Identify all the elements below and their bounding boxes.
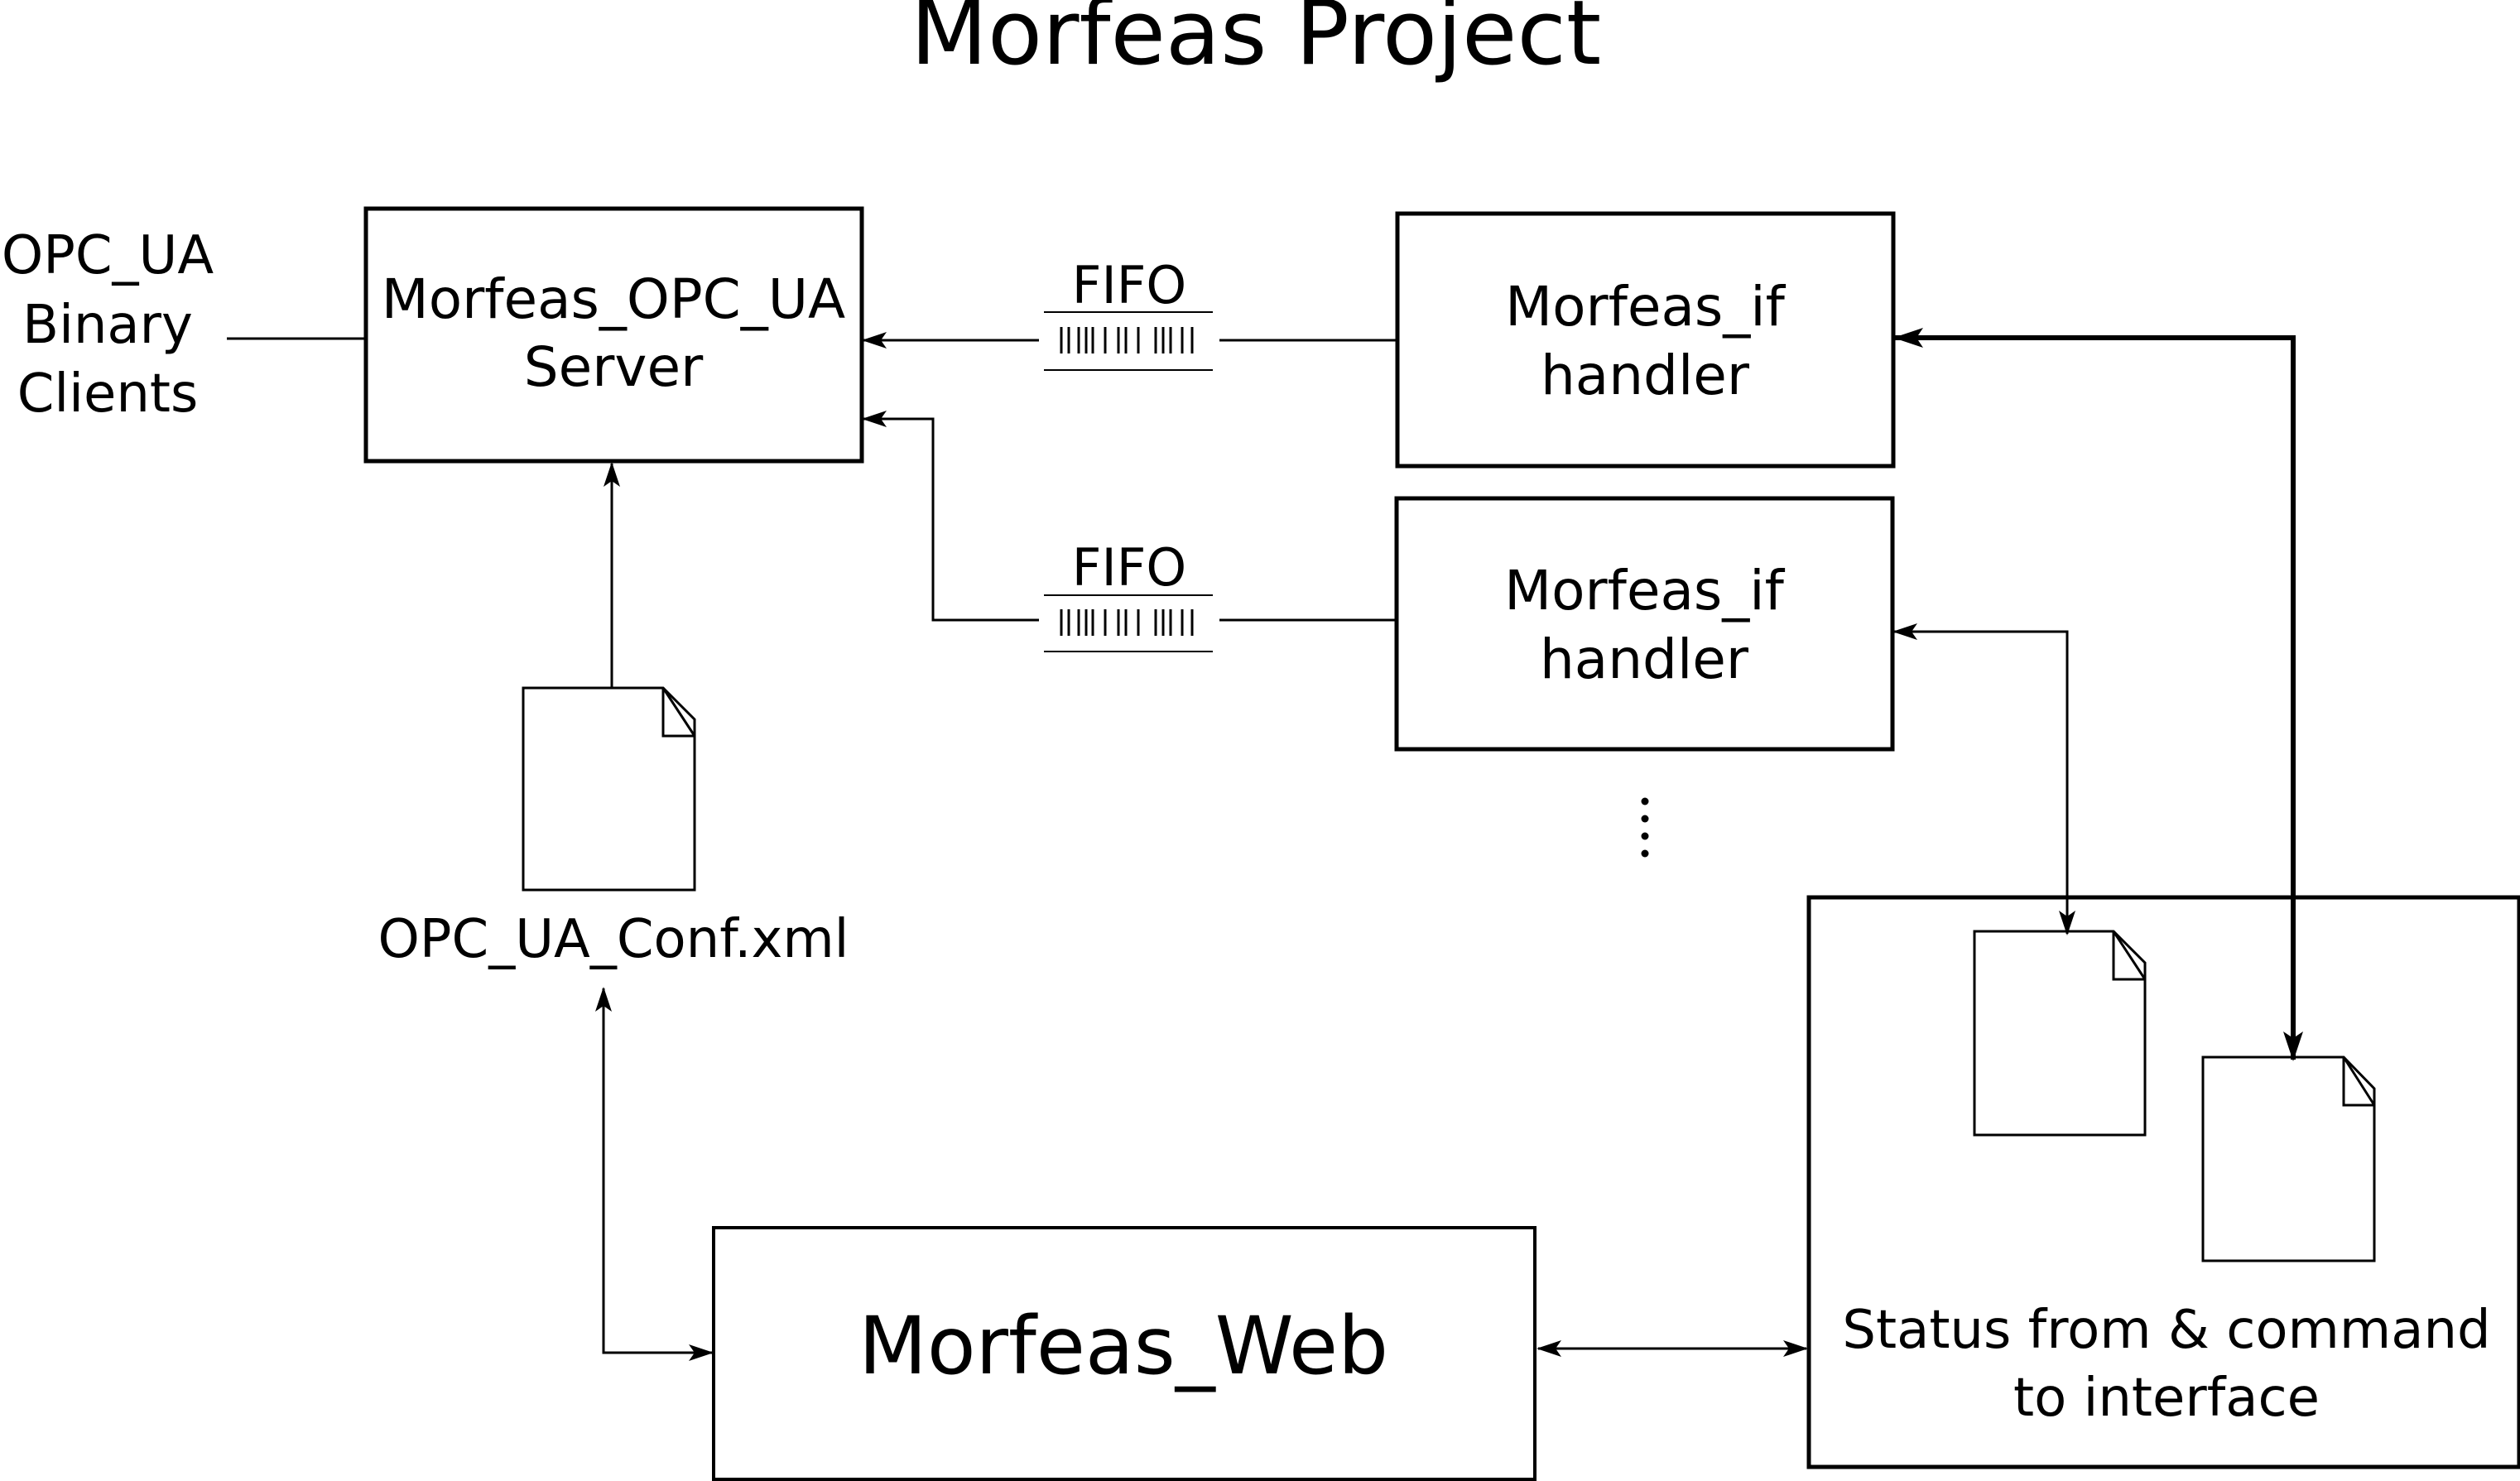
handler-top-status-file-arrow (1893, 328, 2303, 1061)
if-handler-bottom-label-line-2: handler (1540, 628, 1749, 691)
if-handler-top-label-line-2: handler (1541, 344, 1750, 407)
if-handler-box-bottom (1394, 496, 1895, 752)
fifo-queue-bottom: FIFO (1044, 537, 1213, 652)
status-box-label-line-1: Status from & command (1842, 1300, 2490, 1361)
clients-label: OPC_UA Binary Clients (2, 225, 214, 425)
fifo-queue-top: FIFO (1044, 255, 1213, 371)
status-box-label-line-2: to interface (2013, 1368, 2320, 1429)
if-handler-bottom-label-line-1: Morfeas_if (1504, 559, 1785, 623)
fifo-top-label: FIFO (1072, 255, 1186, 315)
web-box (712, 1226, 1537, 1481)
config-file-icon (522, 686, 696, 892)
fifo-bottom-slots (1060, 609, 1194, 636)
if-handler-box-top (1395, 211, 1896, 469)
fifo-bottom-to-server-arrow (862, 411, 1039, 622)
clients-label-line-2: Binary (22, 295, 193, 356)
more-handlers-ellipsis (1641, 797, 1649, 858)
config-file-label: OPC_UA_Conf.xml (378, 909, 849, 970)
web-label: Morfeas_Web (858, 1300, 1388, 1392)
diagram-title: Morfeas Project (911, 0, 1601, 85)
handler-bottom-status-file-arrow (1892, 623, 2075, 935)
clients-label-line-3: Clients (17, 363, 199, 425)
clients-label-line-1: OPC_UA (2, 225, 214, 286)
fifo-top-slots (1060, 327, 1194, 353)
fifo-bottom-label: FIFO (1072, 537, 1186, 598)
status-file-icon-2 (2201, 1055, 2376, 1262)
if-handler-top-label-line-1: Morfeas_if (1505, 275, 1786, 339)
opc-ua-server-label-line-2: Server (524, 335, 704, 399)
status-file-icon-1 (1973, 930, 2147, 1137)
config-web-bidirectional-arrow (595, 987, 714, 1361)
opc-ua-server-label-line-1: Morfeas_OPC_UA (382, 267, 845, 331)
opc-ua-server-box (363, 206, 864, 464)
